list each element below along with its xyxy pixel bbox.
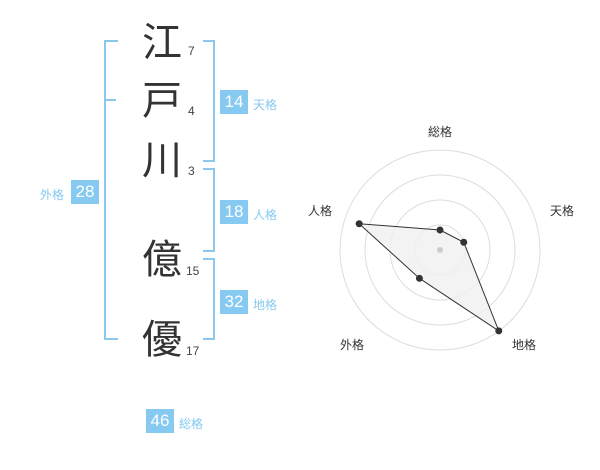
radar-axis-label-chikaku: 地格 [512, 338, 537, 352]
stroke-count-5: 17 [186, 344, 200, 358]
radar-point-4 [415, 274, 423, 282]
chikaku-label: 地格 [253, 298, 278, 312]
radar-axis-label-tenkaku: 天格 [550, 204, 575, 218]
radar-axis-label-jinkaku: 人格 [308, 204, 333, 218]
chikaku-value: 32 [220, 290, 248, 314]
radar-point-1 [436, 226, 444, 234]
name-char-2: 戸 [142, 78, 182, 124]
tenkaku-value: 14 [220, 90, 248, 114]
soukaku-label: 総格 [179, 417, 204, 431]
stroke-count-2: 4 [188, 104, 195, 118]
radar-axis-label-soukaku: 総格 [428, 125, 453, 139]
tenkaku-bracket [203, 40, 215, 162]
radar-point-2 [460, 238, 468, 246]
gaikaku-bracket [104, 40, 118, 340]
stroke-count-1: 7 [188, 44, 195, 58]
radar-chart [339, 149, 541, 351]
chikaku-bracket [203, 258, 215, 340]
radar-point-3 [495, 327, 503, 335]
radar-axis-label-gaikaku: 外格 [340, 338, 365, 352]
jinkaku-label: 人格 [253, 208, 278, 222]
gaikaku-label: 外格 [40, 188, 65, 202]
name-char-1: 江 [142, 20, 182, 66]
gaikaku-value: 28 [71, 180, 99, 204]
name-char-4: 億 [142, 237, 182, 283]
jinkaku-value: 18 [220, 200, 248, 224]
radar-series-shape [357, 223, 500, 333]
jinkaku-bracket [203, 168, 215, 252]
stroke-count-4: 15 [186, 264, 200, 278]
stroke-count-3: 3 [188, 164, 195, 178]
gaikaku-bracket-tick [106, 99, 116, 101]
tenkaku-label: 天格 [253, 98, 278, 112]
radar-grid-ring-1 [339, 149, 541, 351]
radar-center-dot [437, 247, 443, 253]
radar-grid-ring-2 [364, 174, 516, 326]
soukaku-value: 46 [146, 409, 174, 433]
name-char-5: 優 [142, 317, 182, 363]
radar-point-5 [355, 220, 363, 228]
name-char-3: 川 [142, 138, 182, 184]
